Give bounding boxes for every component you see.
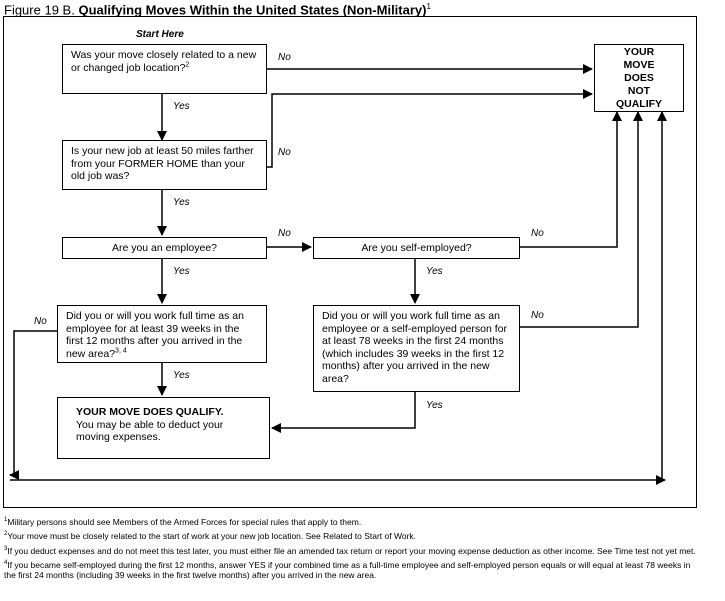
yes-label-q4: Yes bbox=[426, 266, 443, 277]
footnote-1: 1Military persons should see Members of … bbox=[4, 516, 362, 527]
no-label-q4: No bbox=[531, 228, 544, 239]
question-job-location: Was your move closely related to a new o… bbox=[62, 44, 267, 94]
yes-label-q6: Yes bbox=[426, 400, 443, 411]
connector-q4-no bbox=[520, 111, 622, 248]
question-job-location-ref: 2 bbox=[185, 61, 190, 68]
question-50-miles-text: Is your new job at least 50 miles farthe… bbox=[71, 145, 254, 182]
footnotes: 1Military persons should see Members of … bbox=[4, 515, 704, 583]
start-here-label: Start Here bbox=[136, 29, 184, 40]
question-39-weeks-text: Did you or will you work full time as an… bbox=[66, 310, 244, 360]
no-label-q5: No bbox=[34, 316, 47, 327]
yes-label-q2: Yes bbox=[173, 197, 190, 208]
yes-label-q3: Yes bbox=[173, 266, 190, 277]
question-50-miles: Is your new job at least 50 miles farthe… bbox=[62, 140, 267, 190]
question-78-weeks-text: Did you or will you work full time as an… bbox=[322, 310, 508, 385]
yes-label-q1: Yes bbox=[173, 101, 190, 112]
question-self-employed-text: Are you self-employed? bbox=[361, 241, 472, 254]
result-qualify: YOUR MOVE DOES QUALIFY. You may be able … bbox=[57, 397, 270, 459]
question-employee-text: Are you an employee? bbox=[111, 241, 218, 254]
no-label-q6: No bbox=[531, 310, 544, 321]
question-job-location-text: Was your move closely related to a new o… bbox=[71, 49, 257, 74]
connector-q2-no bbox=[267, 89, 593, 168]
result-not-qualify-text: YOUR MOVE DOES NOT QUALIFY bbox=[615, 45, 663, 110]
figure-title: Figure 19 B. Qualifying Moves Within the… bbox=[4, 2, 431, 17]
no-label-q2: No bbox=[278, 147, 291, 158]
result-qualify-title: YOUR MOVE DOES QUALIFY. bbox=[76, 406, 224, 418]
no-label-q3: No bbox=[278, 228, 291, 239]
question-self-employed: Are you self-employed? bbox=[313, 237, 520, 259]
no-label-q1: No bbox=[278, 52, 291, 63]
footnote-4: 4If you became self-employed during the … bbox=[4, 559, 691, 581]
connector-q6-no bbox=[520, 111, 643, 328]
result-not-qualify: YOUR MOVE DOES NOT QUALIFY bbox=[594, 44, 684, 112]
figure-title-ref: 1 bbox=[426, 2, 431, 11]
footnote-3: 3If you deduct expenses and do not meet … bbox=[4, 545, 696, 556]
question-39-weeks-ref: 3, 4 bbox=[115, 347, 127, 354]
yes-label-q5: Yes bbox=[173, 370, 190, 381]
connector-q5-no bbox=[9, 330, 57, 480]
footnote-2: 2Your move must be closely related to th… bbox=[4, 531, 417, 542]
result-qualify-text: You may be able to deduct your moving ex… bbox=[76, 418, 224, 444]
question-78-weeks: Did you or will you work full time as an… bbox=[313, 305, 520, 392]
figure-heading: Qualifying Moves Within the United State… bbox=[78, 2, 427, 18]
connector-q6-qualify bbox=[271, 392, 416, 433]
question-39-weeks: Did you or will you work full time as an… bbox=[57, 305, 267, 363]
flowchart-frame bbox=[3, 16, 697, 508]
figure-label: Figure 19 B. bbox=[4, 2, 75, 18]
question-employee: Are you an employee? bbox=[62, 237, 267, 259]
